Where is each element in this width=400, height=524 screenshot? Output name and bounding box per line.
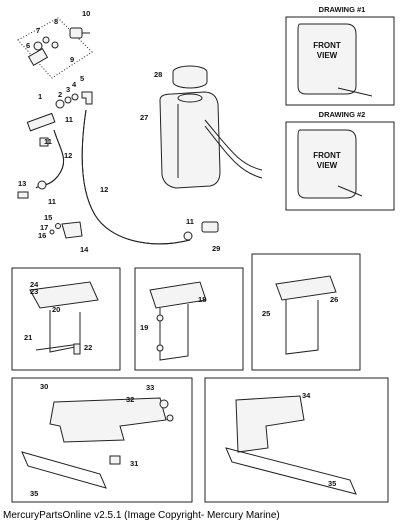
callout-11d: 11: [186, 217, 194, 226]
callout-23: 23: [30, 287, 38, 296]
callout-14: 14: [80, 245, 89, 254]
callout-1: 1: [38, 92, 42, 101]
callout-labels: 1 2 3 4 5 6 7 8 9 10 11 11 11 11 12 12 1…: [18, 9, 338, 498]
callout-8: 8: [54, 17, 58, 26]
callout-15: 15: [44, 213, 52, 222]
callout-22: 22: [84, 343, 92, 352]
callout-11c: 11: [48, 197, 56, 206]
callout-21: 21: [24, 333, 32, 342]
drawing-1: DRAWING #1 FRONT VIEW: [285, 5, 395, 106]
callout-29: 29: [212, 244, 220, 253]
callout-20: 20: [52, 305, 60, 314]
bracket-box-18-19: [134, 267, 244, 371]
callout-9: 9: [70, 55, 74, 64]
callout-3: 3: [66, 85, 70, 94]
callout-7: 7: [36, 26, 40, 35]
bracket-box-30-33: [11, 377, 193, 503]
fitting-assembly-middle: [17, 91, 219, 245]
callout-24: 24: [30, 280, 39, 289]
callout-2: 2: [58, 90, 62, 99]
bracket-box-34-35: [204, 377, 389, 503]
drawing-2-view-line2: VIEW: [317, 161, 338, 170]
copyright-footer: MercuryPartsOnline v2.5.1 (Image Copyrig…: [3, 510, 280, 521]
callout-31: 31: [130, 459, 138, 468]
callout-19: 19: [140, 323, 148, 332]
callout-6: 6: [26, 41, 30, 50]
callout-32: 32: [126, 395, 134, 404]
fitting-assembly-top: [17, 17, 93, 79]
bracket-box-25-26: [251, 253, 361, 371]
callout-12b: 12: [100, 185, 108, 194]
callout-33: 33: [146, 383, 154, 392]
callout-17: 17: [40, 223, 48, 232]
callout-35a: 35: [30, 489, 38, 498]
callout-30: 30: [40, 382, 48, 391]
drawing-2-title: DRAWING #2: [319, 110, 366, 119]
callout-5: 5: [80, 74, 84, 83]
bracket-box-20-24: [11, 267, 121, 371]
callout-4: 4: [72, 80, 77, 89]
oil-tank: [159, 65, 263, 189]
callout-25: 25: [262, 309, 270, 318]
callout-34: 34: [302, 391, 311, 400]
parts-diagram: DRAWING #1 FRONT VIEW DRAWING #2 FRONT V…: [11, 5, 395, 503]
callout-35b: 35: [328, 479, 336, 488]
callout-27: 27: [140, 113, 148, 122]
callout-16: 16: [38, 231, 46, 240]
callout-10: 10: [82, 9, 90, 18]
drawing-1-view-line1: FRONT: [313, 41, 341, 50]
drawing-1-view-line2: VIEW: [317, 51, 338, 60]
callout-18: 18: [198, 295, 206, 304]
drawing-1-title: DRAWING #1: [319, 5, 366, 14]
drawing-2-view-line1: FRONT: [313, 151, 341, 160]
callout-28: 28: [154, 70, 162, 79]
callout-13: 13: [18, 179, 26, 188]
callout-26: 26: [330, 295, 338, 304]
callout-12a: 12: [64, 151, 72, 160]
drawing-2: DRAWING #2 FRONT VIEW: [285, 110, 395, 211]
callout-11b: 11: [65, 115, 73, 124]
callout-11a: 11: [44, 137, 52, 146]
